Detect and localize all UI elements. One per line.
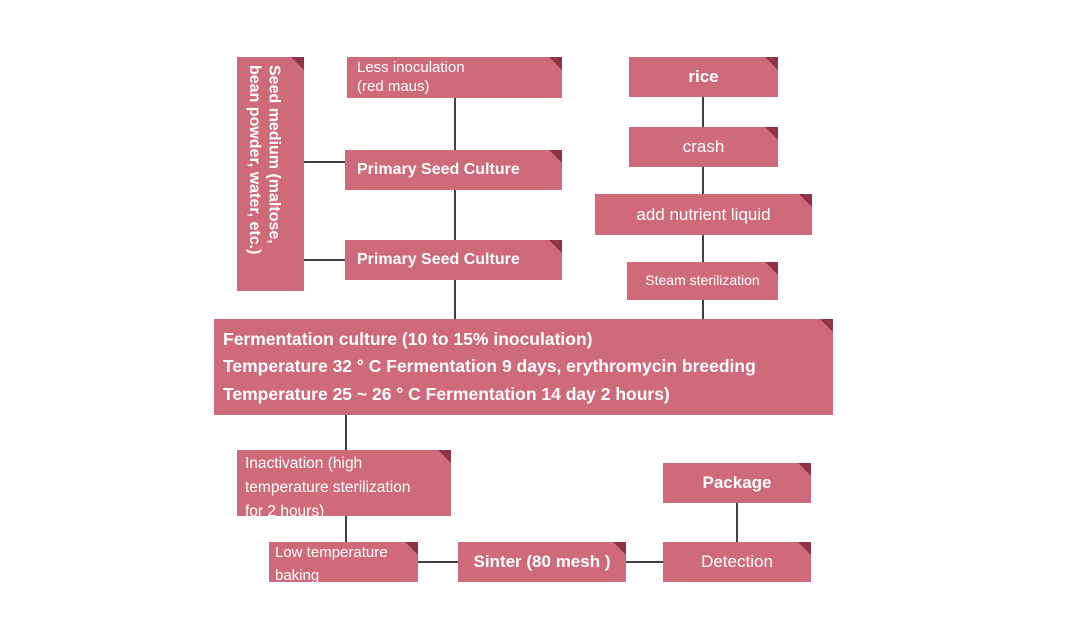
node-low-temp-label: Low temperature baking xyxy=(275,544,388,582)
node-crash-label: crash xyxy=(682,137,725,157)
node-fermentation-label: Fermentation culture (10 to 15% inoculat… xyxy=(223,329,756,404)
node-detection: Detection xyxy=(663,542,811,582)
node-inactivation-label: Inactivation (high temperature steriliza… xyxy=(245,455,411,516)
node-steam-label: Steam sterilization xyxy=(645,272,760,289)
node-primary-seed-culture-1: Primary Seed Culture xyxy=(345,150,562,190)
node-add-nutrient-label: add nutrient liquid xyxy=(636,204,771,224)
node-crash: crash xyxy=(629,127,778,167)
node-sinter: Sinter (80 mesh ) xyxy=(458,542,626,582)
node-rice: rice xyxy=(629,57,778,97)
node-add-nutrient-liquid: add nutrient liquid xyxy=(595,194,812,235)
node-seed-medium: Seed medium (maltose, bean powder, water… xyxy=(237,57,304,291)
node-primary-seed-culture-2: Primary Seed Culture xyxy=(345,240,562,280)
node-rice-label: rice xyxy=(688,67,719,87)
node-sinter-label: Sinter (80 mesh ) xyxy=(473,552,611,572)
node-less-inoculation: Less inoculation (red maus) xyxy=(347,57,562,98)
node-steam-sterilization: Steam sterilization xyxy=(627,262,778,300)
node-inactivation: Inactivation (high temperature steriliza… xyxy=(237,450,451,516)
node-fermentation-culture: Fermentation culture (10 to 15% inoculat… xyxy=(214,319,833,415)
node-psc2-label: Primary Seed Culture xyxy=(357,251,520,268)
node-detection-label: Detection xyxy=(701,552,773,572)
node-less-inoculation-label: Less inoculation (red maus) xyxy=(357,59,465,95)
node-package: Package xyxy=(663,463,811,503)
node-seed-medium-label: Seed medium (maltose, bean powder, water… xyxy=(246,65,283,255)
node-package-label: Package xyxy=(702,473,772,493)
node-low-temperature-baking: Low temperature baking xyxy=(269,542,418,582)
node-psc1-label: Primary Seed Culture xyxy=(357,161,520,178)
